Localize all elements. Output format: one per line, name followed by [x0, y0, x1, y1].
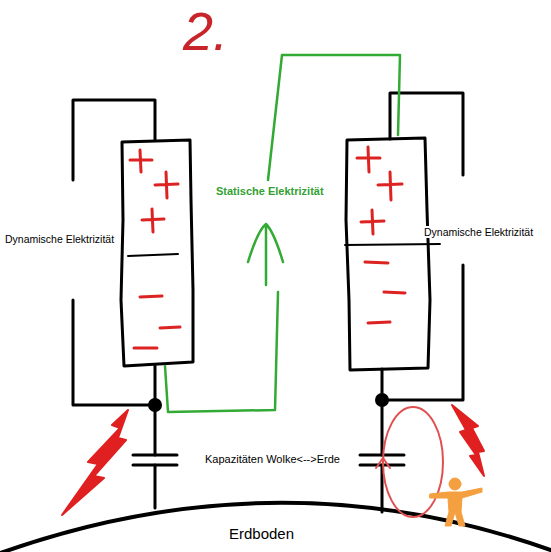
- dynamic-label: Dynamische Elektrizität: [4, 233, 115, 245]
- dynamic-label: Dynamische Elektrizität: [423, 226, 534, 238]
- person-figure: [430, 478, 482, 526]
- minus-signs: [134, 262, 405, 348]
- capacitance-label: Kapazitäten Wolke<-->Erde: [204, 453, 341, 466]
- current-arrow: [376, 458, 390, 468]
- junction-dot: [148, 398, 162, 412]
- cloud-divider: [345, 244, 440, 245]
- callout-number: 2.: [182, 0, 229, 62]
- junction-dot: [375, 393, 389, 407]
- static-path: [165, 55, 400, 412]
- wire: [73, 93, 463, 512]
- plus-signs: [130, 147, 402, 234]
- cloud-left: [121, 140, 193, 366]
- lightning-bolt: [62, 410, 128, 515]
- lightning-bolt: [452, 405, 484, 476]
- current-loop: [383, 407, 443, 517]
- cloud-right: [346, 138, 430, 370]
- static-label: Statische Elektrizität: [215, 185, 325, 198]
- ground-label: Erdboden: [228, 525, 295, 542]
- cloud-divider: [128, 254, 178, 256]
- ground-arc: [0, 503, 551, 552]
